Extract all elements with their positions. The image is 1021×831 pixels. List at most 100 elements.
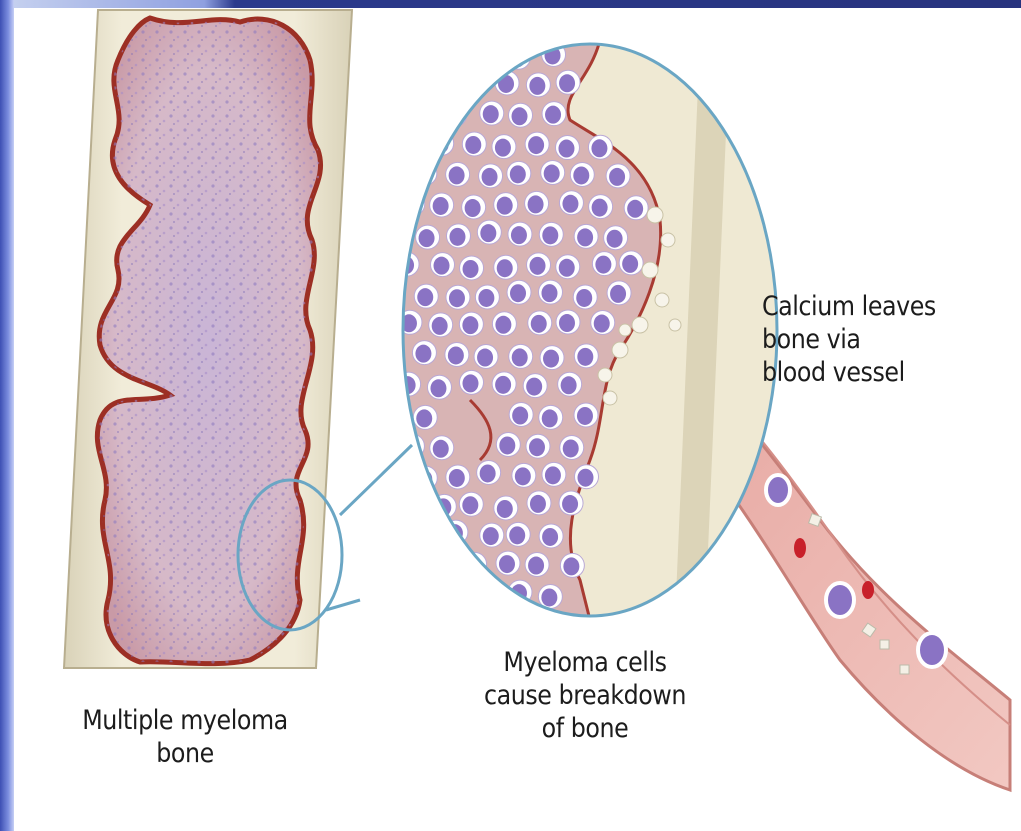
myeloma-cell-nucleus (542, 409, 558, 427)
myeloma-cell-nucleus (465, 75, 481, 93)
myeloma-bone-label: Multiple myeloma bone (57, 704, 312, 770)
myeloma-cell-nucleus (607, 230, 623, 248)
myeloma-cell-nucleus (417, 288, 433, 306)
myeloma-cell-nucleus (529, 438, 545, 456)
myeloma-cell-nucleus (432, 559, 448, 577)
myeloma-cell-nucleus (622, 255, 638, 273)
myeloma-cells-label: Myeloma cells cause breakdown of bone (457, 646, 712, 745)
myeloma-cell-nucleus (480, 224, 496, 242)
myeloma-cell (443, 103, 467, 127)
myeloma-cell-nucleus (512, 348, 528, 366)
myeloma-cell-nucleus (542, 226, 558, 244)
myeloma-cell-nucleus (477, 349, 493, 367)
myeloma-cell-nucleus (499, 555, 515, 573)
myeloma-cell-nucleus (595, 256, 611, 274)
magnified-view (395, 40, 780, 620)
myeloma-cell-nucleus (577, 228, 593, 246)
calcium-label: Calcium leaves bone via blood vessel (762, 290, 973, 389)
myeloma-cell-nucleus (530, 257, 546, 275)
myeloma-cell (396, 554, 420, 578)
myeloma-cell-nucleus (563, 439, 579, 457)
myeloma-cell-nucleus (528, 136, 544, 154)
myeloma-cell-nucleus (449, 289, 465, 307)
myeloma-cell-nucleus (561, 376, 577, 394)
myeloma-cell-nucleus (591, 139, 607, 157)
myeloma-cell (416, 106, 440, 130)
myeloma-cell (396, 136, 420, 160)
myeloma-cell-nucleus (404, 196, 420, 214)
myeloma-cell (413, 43, 437, 67)
myeloma-cell-nucleus (528, 557, 544, 575)
myeloma-cell-nucleus (559, 74, 575, 92)
myeloma-cell-nucleus (531, 315, 547, 333)
myeloma-cell-nucleus (416, 409, 432, 427)
myeloma-cell-nucleus (512, 107, 528, 125)
myeloma-cell-nucleus (434, 257, 450, 275)
myeloma-cell-nucleus (465, 199, 481, 217)
myeloma-cell-nucleus (610, 285, 626, 303)
myeloma-cell-nucleus (432, 317, 448, 335)
myeloma-cell-nucleus (559, 314, 575, 332)
myeloma-cell-nucleus (609, 168, 625, 186)
myeloma-cell-nucleus (495, 316, 511, 334)
myeloma-cell-nucleus (433, 197, 449, 215)
myeloma-cell-nucleus (479, 587, 495, 605)
myeloma-cell-nucleus (434, 74, 450, 92)
myeloma-cell-nucleus (495, 139, 511, 157)
myeloma-cell-nucleus (541, 588, 557, 606)
myeloma-cell-nucleus (462, 374, 478, 392)
myeloma-cell (397, 75, 421, 99)
myeloma-cell-nucleus (449, 166, 465, 184)
myeloma-cell-nucleus (401, 497, 417, 515)
myeloma-cell-nucleus (448, 346, 464, 364)
myeloma-cell-nucleus (449, 228, 465, 246)
myeloma-cell (411, 581, 435, 605)
myeloma-cell (411, 523, 435, 547)
myeloma-cell-nucleus (433, 440, 449, 458)
myeloma-cell-nucleus (509, 526, 525, 544)
myeloma-cell-nucleus (497, 500, 513, 518)
myeloma-cell-nucleus (399, 140, 415, 158)
myeloma-cell-nucleus (483, 527, 499, 545)
myeloma-cell-nucleus (462, 316, 478, 334)
myeloma-cell-nucleus (448, 586, 464, 604)
myeloma-cell-nucleus (542, 528, 558, 546)
myeloma-cell-nucleus (430, 379, 446, 397)
myeloma-cell-nucleus (592, 199, 608, 217)
myeloma-cell-nucleus (419, 229, 435, 247)
myeloma-cell-nucleus (627, 200, 643, 218)
myeloma-cell-nucleus (416, 47, 432, 65)
myeloma-cell (445, 582, 469, 606)
myeloma-cell-nucleus (399, 558, 415, 576)
myeloma-cell-nucleus (446, 45, 462, 63)
myeloma-cell-nucleus (515, 467, 531, 485)
myeloma-cell-nucleus (528, 195, 544, 213)
myeloma-cell-nucleus (544, 165, 560, 183)
myeloma-cell-nucleus (573, 166, 589, 184)
myeloma-cell-nucleus (541, 284, 557, 302)
myeloma-cell-nucleus (414, 527, 430, 545)
myeloma-cell-nucleus (483, 105, 499, 123)
myeloma-cell-nucleus (559, 259, 575, 277)
myeloma-cell-nucleus (510, 284, 526, 302)
bone-column (64, 10, 352, 668)
myeloma-cell-nucleus (400, 79, 416, 97)
myeloma-cell-nucleus (463, 260, 479, 278)
myeloma-cell-nucleus (497, 259, 513, 277)
myeloma-cell-nucleus (414, 585, 430, 603)
myeloma-cell (462, 71, 486, 95)
myeloma-cell-nucleus (510, 165, 526, 183)
myeloma-cell-nucleus (446, 107, 462, 125)
myeloma-cell-nucleus (576, 289, 592, 307)
myeloma-cell-nucleus (578, 469, 594, 487)
myeloma-cell-nucleus (449, 469, 465, 487)
myeloma-cell-nucleus (480, 47, 496, 65)
myeloma-cell-nucleus (482, 168, 498, 186)
myeloma-cell (430, 131, 454, 155)
myeloma-cell-nucleus (563, 557, 579, 575)
myeloma-cell (429, 555, 453, 579)
myeloma-cell-nucleus (495, 376, 511, 394)
myeloma-cell-nucleus (562, 195, 578, 213)
myeloma-cell-nucleus (499, 436, 515, 454)
myeloma-cell-nucleus (478, 289, 494, 307)
